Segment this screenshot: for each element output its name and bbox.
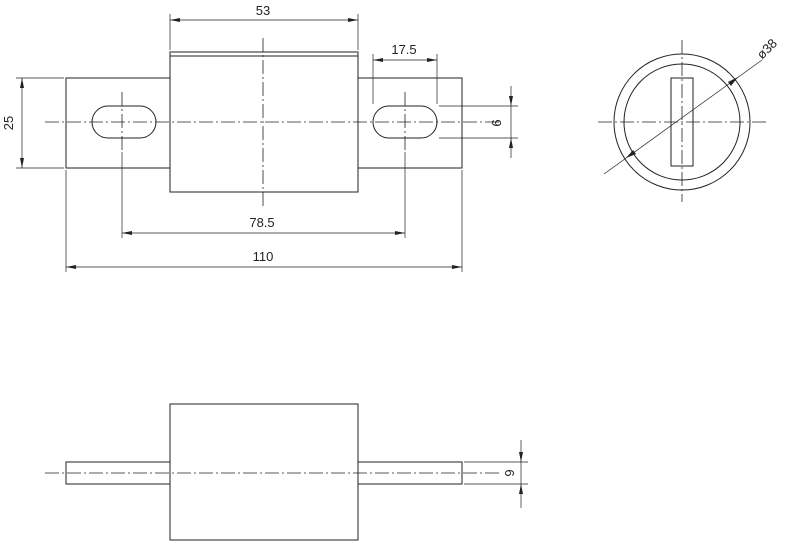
arrow-icon bbox=[395, 231, 405, 235]
arrow-icon bbox=[66, 265, 76, 269]
dimension-label-body-width: 53 bbox=[256, 3, 270, 18]
arrow-icon bbox=[170, 18, 180, 22]
arrow-icon bbox=[452, 265, 462, 269]
dimension-tab-thickness: 6 bbox=[464, 440, 528, 508]
dimension-label-tab-thickness: 6 bbox=[502, 469, 517, 476]
dimension-label-tab-height: 25 bbox=[1, 116, 16, 130]
left-tab bbox=[65, 77, 171, 169]
arrow-icon bbox=[122, 231, 132, 235]
dimension-slot-height: 9 bbox=[439, 86, 518, 158]
dimension-tab-height: 25 bbox=[1, 77, 64, 169]
arrow-icon bbox=[509, 138, 513, 148]
top-fuse-body bbox=[169, 403, 359, 541]
dimension-label-slot-width: 17.5 bbox=[391, 42, 416, 57]
arrow-icon bbox=[20, 78, 24, 88]
arrow-icon bbox=[626, 150, 636, 158]
arrow-icon bbox=[519, 484, 523, 494]
arrow-icon bbox=[348, 18, 358, 22]
arrow-icon bbox=[373, 58, 383, 62]
dimension-body-width: 53 bbox=[169, 3, 359, 50]
arrow-icon bbox=[20, 158, 24, 168]
front-view bbox=[45, 38, 500, 206]
dimension-slot-width: 17.5 bbox=[372, 42, 438, 104]
dimension-label-diameter: ø38 bbox=[754, 36, 780, 62]
end-view bbox=[598, 40, 766, 202]
top-view bbox=[45, 403, 500, 541]
fuse-body bbox=[169, 51, 359, 193]
dimension-label-slot-height: 9 bbox=[489, 119, 504, 126]
dimension-overall-length: 110 bbox=[65, 170, 463, 272]
dimension-label-overall-length: 110 bbox=[253, 249, 274, 264]
right-tab bbox=[357, 77, 463, 169]
dimension-hole-spacing: 78.5 bbox=[121, 152, 406, 238]
arrow-icon bbox=[509, 96, 513, 106]
arrow-icon bbox=[728, 77, 738, 86]
arrow-icon bbox=[427, 58, 437, 62]
arrow-icon bbox=[519, 452, 523, 462]
dimension-label-hole-spacing: 78.5 bbox=[249, 215, 274, 230]
